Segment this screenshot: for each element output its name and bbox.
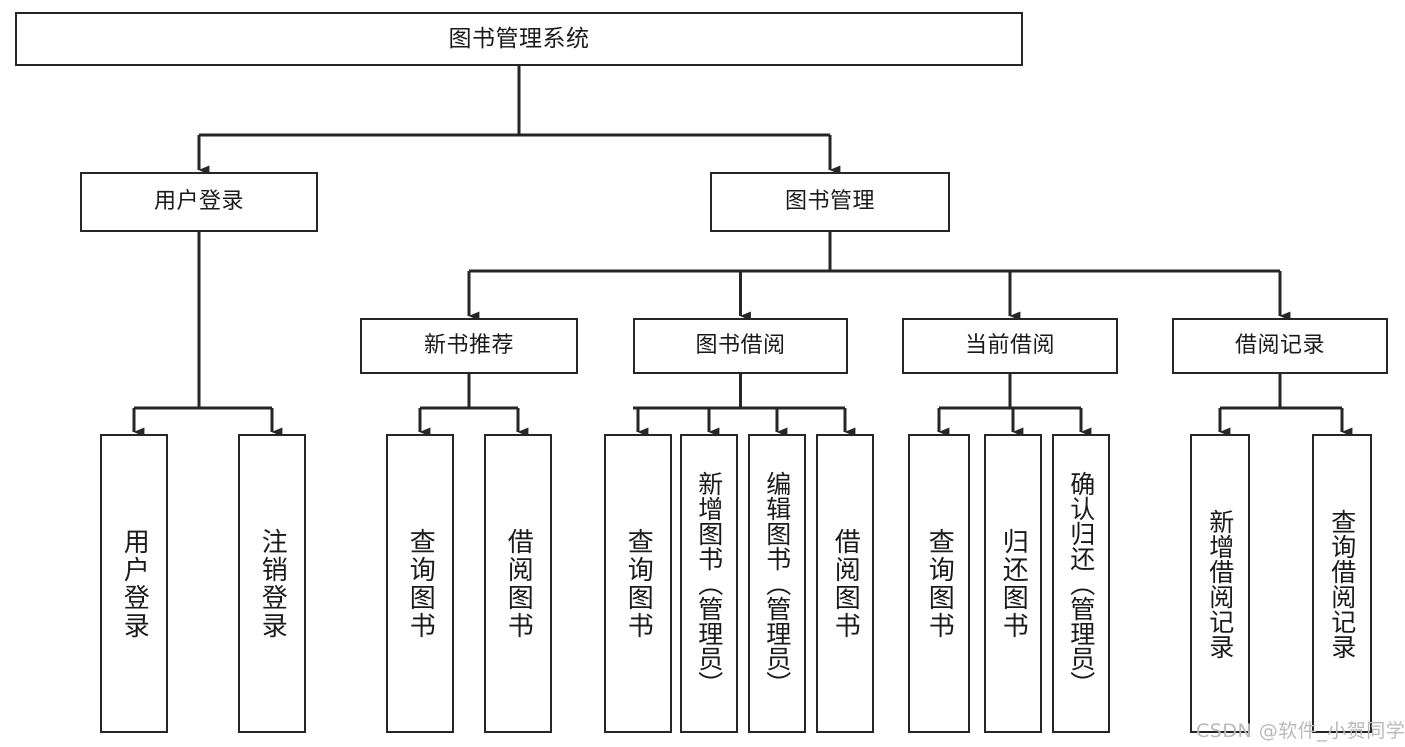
node-leaf-4-label: 查询图书 (623, 527, 654, 640)
node-root-label: 图书管理系统 (448, 25, 590, 52)
node-leaf-0[interactable]: 用户登录 (100, 434, 168, 733)
node-level2-2[interactable]: 当前借阅 (902, 318, 1118, 374)
node-leaf-10[interactable]: 确认归还（管理员） (1052, 434, 1110, 733)
node-level2-1-label: 图书借阅 (695, 333, 786, 359)
node-leaf-2-label: 查询图书 (405, 527, 436, 640)
edge-paths (132, 66, 1353, 437)
node-leaf-0-label: 用户登录 (119, 527, 150, 640)
node-leaf-3-label: 借阅图书 (503, 527, 534, 640)
node-level2-1[interactable]: 图书借阅 (633, 318, 848, 374)
node-level2-2-label: 当前借阅 (964, 333, 1055, 359)
node-leaf-6[interactable]: 编辑图书（管理员） (748, 434, 806, 733)
node-leaf-8-label: 查询图书 (924, 527, 955, 640)
node-leaf-1[interactable]: 注销登录 (238, 434, 306, 733)
node-leaf-9[interactable]: 归还图书 (984, 434, 1042, 733)
node-level2-0-label: 新书推荐 (423, 333, 514, 359)
node-leaf-10-label: 确认归还（管理员） (1066, 471, 1096, 696)
node-leaf-12[interactable]: 查询借阅记录 (1312, 434, 1372, 733)
node-level1-0[interactable]: 用户登录 (80, 172, 318, 232)
watermark: CSDN @软件_小贺同学 (1196, 720, 1405, 742)
node-level1-0-label: 用户登录 (153, 189, 244, 215)
node-root[interactable]: 图书管理系统 (15, 12, 1023, 66)
node-leaf-11-label: 新增借阅记录 (1205, 508, 1235, 659)
node-level1-1[interactable]: 图书管理 (710, 172, 950, 232)
node-level2-3[interactable]: 借阅记录 (1172, 318, 1388, 374)
node-leaf-1-label: 注销登录 (257, 527, 288, 640)
node-level1-1-label: 图书管理 (784, 189, 875, 215)
node-leaf-3[interactable]: 借阅图书 (484, 434, 552, 733)
node-level2-3-label: 借阅记录 (1234, 333, 1325, 359)
node-leaf-5[interactable]: 新增图书（管理员） (680, 434, 738, 733)
node-leaf-8[interactable]: 查询图书 (908, 434, 970, 733)
node-level2-0[interactable]: 新书推荐 (360, 318, 578, 374)
node-leaf-12-label: 查询借阅记录 (1327, 508, 1357, 659)
node-leaf-6-label: 编辑图书（管理员） (762, 471, 792, 696)
node-leaf-11[interactable]: 新增借阅记录 (1190, 434, 1250, 733)
node-leaf-7[interactable]: 借阅图书 (816, 434, 874, 733)
node-leaf-7-label: 借阅图书 (830, 527, 861, 640)
node-leaf-5-label: 新增图书（管理员） (694, 471, 724, 696)
node-leaf-2[interactable]: 查询图书 (386, 434, 454, 733)
node-leaf-9-label: 归还图书 (998, 527, 1029, 640)
node-leaf-4[interactable]: 查询图书 (604, 434, 672, 733)
